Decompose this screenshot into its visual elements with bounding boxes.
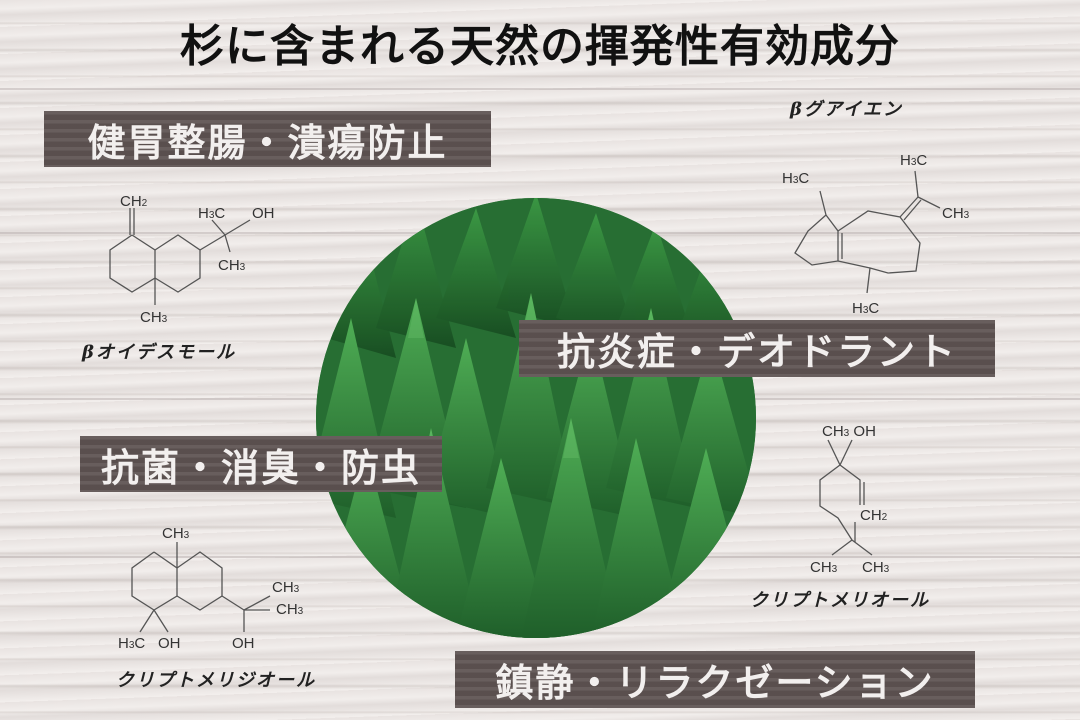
banner-label: 抗炎症・デオドラント <box>556 329 957 374</box>
svg-text:CH2: CH2 <box>860 507 888 524</box>
compound-beta-guaiene: βグアイエン H3C CH3 H3C H3C <box>760 95 970 323</box>
forest-trees-illustration <box>316 198 756 638</box>
svg-text:H3C: H3C <box>118 635 145 652</box>
banner-label: 鎮静・リラクゼーション <box>495 660 935 705</box>
compound-name: クリプトメリオール <box>750 590 930 611</box>
compound-name: βグアイエン <box>790 99 903 120</box>
banner-antibacterial: 抗菌・消臭・防虫 <box>80 436 442 492</box>
svg-text:OH: OH <box>158 635 181 652</box>
svg-text:CH3: CH3 <box>276 601 304 618</box>
page-title: 杉に含まれる天然の揮発性有効成分 <box>180 21 900 72</box>
svg-text:OH: OH <box>252 205 275 222</box>
svg-text:CH3: CH3 <box>218 257 246 274</box>
svg-text:CH3: CH3 <box>140 309 168 326</box>
cedar-forest-image <box>316 198 756 638</box>
banner-anti-inflammatory: 抗炎症・デオドラント <box>519 320 995 377</box>
cryptomeriol-structure-icon: CH3 OH CH2 CH3 CH3 <box>810 423 890 576</box>
svg-text:CH3: CH3 <box>862 559 890 576</box>
compound-name: クリプトメリジオール <box>116 670 316 691</box>
compound-name: βオイデスモール <box>82 342 236 363</box>
banner-sedative: 鎮静・リラクゼーション <box>455 651 975 708</box>
svg-text:OH: OH <box>232 635 255 652</box>
banner-digestive: 健胃整腸・潰瘍防止 <box>44 111 491 167</box>
banner-label: 抗菌・消臭・防虫 <box>100 444 421 490</box>
wood-grain-line <box>0 88 1080 90</box>
beta-eudesmol-structure-icon: CH2 H3C OH CH3 CH3 <box>109 193 275 326</box>
svg-text:H3C: H3C <box>852 300 879 317</box>
group-ch2: CH2 <box>120 193 148 210</box>
banner-label: 健胃整腸・潰瘍防止 <box>87 119 448 165</box>
svg-text:CH3: CH3 <box>272 579 300 596</box>
compound-beta-eudesmol: CH2 H3C OH CH3 CH3 βオイデスモール <box>82 190 300 363</box>
compound-cryptomeriol: CH3 OH CH2 CH3 CH3 クリプトメリオール <box>750 420 970 611</box>
svg-text:CH3: CH3 <box>942 205 970 222</box>
svg-text:CH3: CH3 <box>810 559 838 576</box>
svg-text:H3C: H3C <box>782 170 809 187</box>
compound-cryptomeridiol: CH3 CH3 CH3 H3C OH OH クリプトメリジオール <box>110 520 320 691</box>
svg-text:CH3 OH: CH3 OH <box>822 423 876 440</box>
beta-guaiene-structure-icon: H3C CH3 H3C H3C <box>782 152 970 317</box>
svg-text:CH3: CH3 <box>162 525 190 542</box>
cryptomeridiol-structure-icon: CH3 CH3 CH3 H3C OH OH <box>118 525 304 652</box>
svg-text:H3C: H3C <box>198 205 225 222</box>
svg-text:H3C: H3C <box>900 152 927 169</box>
